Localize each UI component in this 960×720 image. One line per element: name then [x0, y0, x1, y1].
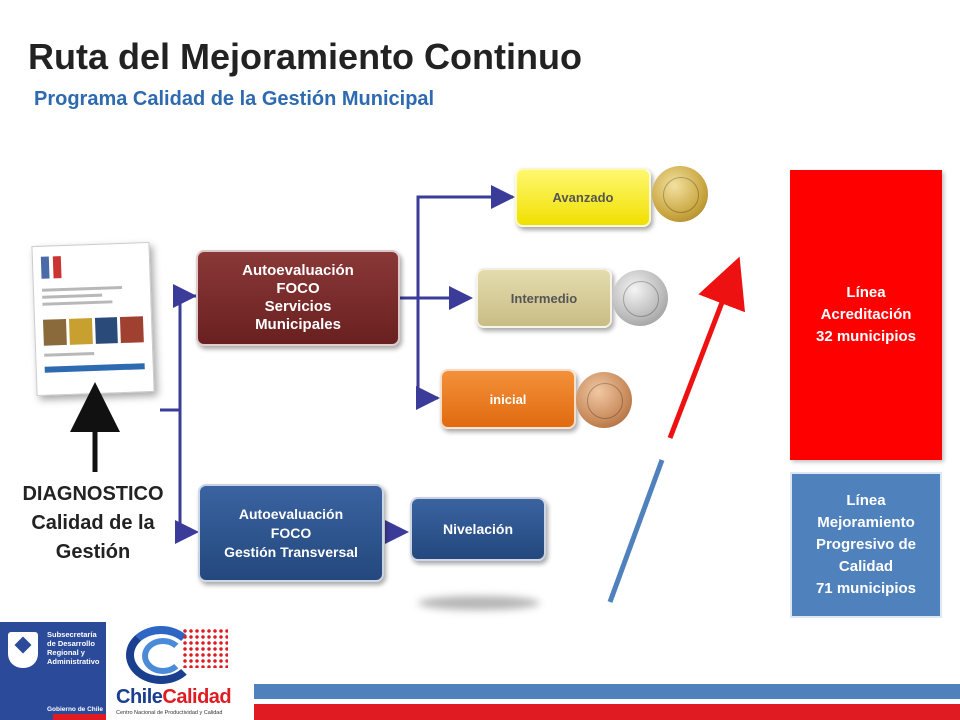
- blue-progress-line: [607, 459, 665, 603]
- chilecalidad-logo: ChileCalidad Centro Nacional de Producti…: [112, 622, 234, 720]
- diagnostic-label: DIAGNOSTICO Calidad de la Gestión: [22, 483, 164, 563]
- nivelacion-shadow: [418, 596, 540, 610]
- avanzado-box: Avanzado: [515, 168, 651, 227]
- nivelacion-box: Nivelación: [410, 497, 546, 561]
- gobierno-de-chile-logo: Subsecretaría de Desarrollo Regional y A…: [0, 622, 106, 720]
- inicial-box: inicial: [440, 369, 576, 429]
- page-title: Ruta del Mejoramiento Continuo: [28, 36, 582, 77]
- linea-acreditacion-label: Línea Acreditación 32 municipios: [815, 284, 917, 345]
- avanzado-label: Avanzado: [552, 190, 614, 205]
- foco-servicios-label: Autoevaluación FOCO Servicios Municipale…: [242, 262, 354, 333]
- chilecalidad-wordmark-calidad: Calidad: [162, 686, 232, 708]
- chile-shield-icon: [8, 632, 38, 668]
- footer-blue-stripe: [254, 684, 960, 699]
- foco-transversal-label: Autoevaluación FOCO Gestión Transversal: [224, 505, 358, 560]
- gold-medal-icon: [652, 166, 708, 222]
- intermedio-box: Intermedio: [476, 268, 612, 328]
- chilecalidad-wordmark-chile: Chile: [116, 686, 163, 708]
- foco-transversal-box: Autoevaluación FOCO Gestión Transversal: [198, 484, 384, 582]
- intermedio-label: Intermedio: [510, 290, 578, 306]
- nivelacion-label: Nivelación: [442, 521, 514, 537]
- red-progress-arrow: [667, 256, 746, 439]
- branch-connector: [178, 294, 196, 534]
- linea-mejoramiento-box: Línea Mejoramiento Progresivo de Calidad…: [790, 472, 942, 618]
- chilecalidad-subtitle: Centro Nacional de Productividad y Calid…: [116, 710, 223, 716]
- linea-acreditacion-box: Línea Acreditación 32 municipios: [790, 170, 942, 460]
- bronze-medal-icon: [576, 372, 632, 428]
- footer-red-stripe: [254, 704, 960, 720]
- chilecalidad-ring-icon: [126, 626, 196, 684]
- subdere-text: Subsecretaría de Desarrollo Regional y A…: [47, 630, 100, 666]
- foco-servicios-box: Autoevaluación FOCO Servicios Municipale…: [196, 250, 400, 346]
- gobierno-footer-text: Gobierno de Chile: [47, 706, 103, 713]
- page-subtitle: Programa Calidad de la Gestión Municipal: [34, 88, 435, 110]
- silver-medal-icon: [612, 270, 668, 326]
- inicial-label: inicial: [489, 391, 527, 407]
- chilecalidad-wordmark: ChileCalidad: [116, 686, 232, 709]
- linea-mejoramiento-label: Línea Mejoramiento Progresivo de Calidad…: [815, 492, 917, 597]
